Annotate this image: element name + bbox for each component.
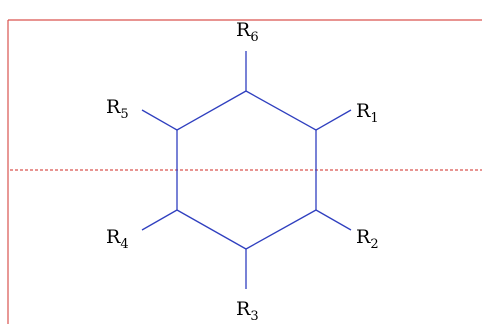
label-r3: R3: [236, 298, 259, 324]
hexagon-ring: [176, 90, 317, 250]
bond-r1: [315, 109, 352, 131]
substituent-bonds: [141, 51, 352, 289]
bond-r4: [141, 209, 178, 231]
label-r5: R5: [106, 96, 129, 122]
label-r1: R1: [356, 100, 379, 126]
ring-bond: [176, 209, 247, 250]
bond-r2: [315, 209, 352, 231]
label-r4: R4: [106, 226, 129, 252]
ring-bond: [245, 90, 317, 131]
bond-r5: [141, 109, 178, 131]
label-r6: R6: [236, 19, 259, 45]
ring-bond: [245, 209, 317, 250]
label-r2: R2: [356, 226, 379, 252]
ring-bond: [176, 90, 247, 131]
